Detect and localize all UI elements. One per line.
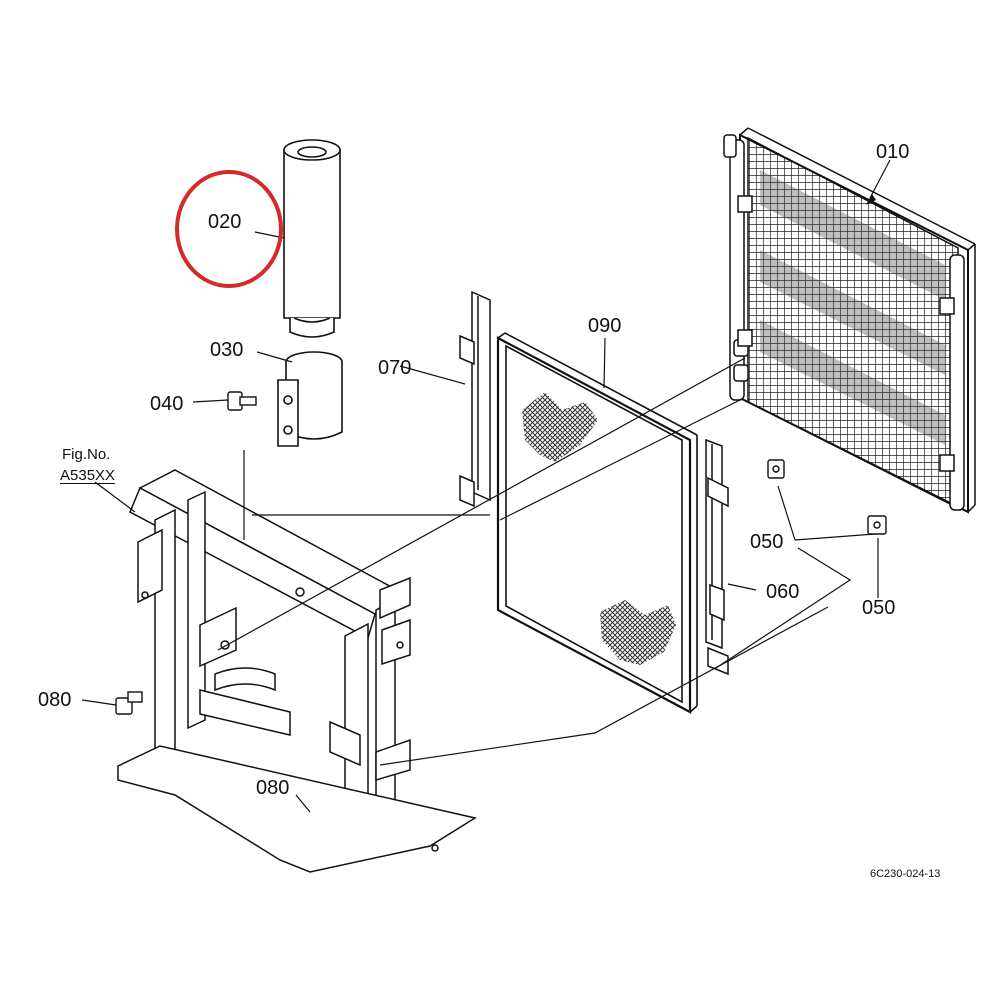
part-label-050-a: 050 [750,531,784,553]
part-label-070: 070 [378,357,412,379]
leader-lines [81,159,891,813]
fig-ref-value: A535XX [60,467,116,484]
clip-drawings [767,459,887,535]
drawing-code: 6C230-024-13 [870,868,941,880]
part-label-030: 030 [210,339,244,361]
part-label-080-b: 080 [256,777,290,799]
part-label-020: 020 [208,211,242,233]
part-label-080-a: 080 [38,689,72,711]
band-drawing [277,351,343,447]
condenser-drawing [723,127,976,514]
frame-drawing [117,469,477,873]
bolt-040-drawing [227,391,257,411]
part-label-040: 040 [150,393,184,415]
receiver-drier-drawing [283,139,341,338]
seal-left-drawing [459,290,491,508]
fig-ref-label: Fig.No. [62,446,111,463]
part-label-050-b: 050 [862,597,896,619]
part-label-010: 010 [876,141,910,163]
highlight-circle [175,170,283,288]
seal-right-drawing [705,438,729,676]
part-label-060: 060 [766,581,800,603]
screen-drawing [496,332,698,714]
part-label-090: 090 [588,315,622,337]
